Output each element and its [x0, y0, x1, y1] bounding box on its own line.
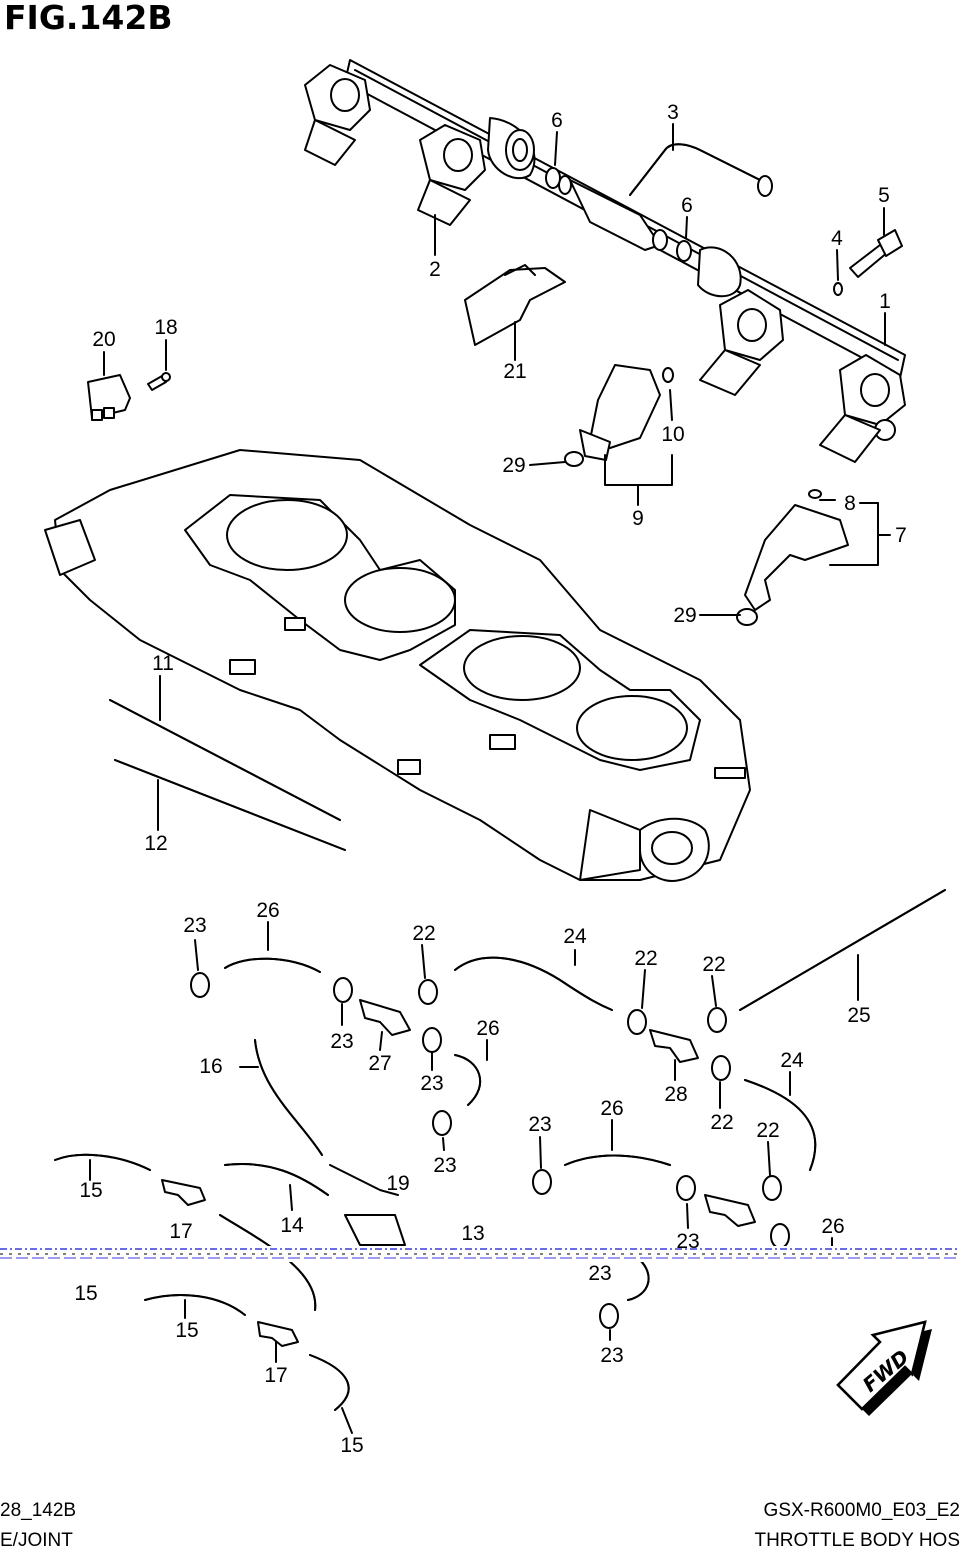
callout-26: 26	[600, 1097, 623, 1120]
hose-straight	[739, 889, 946, 1011]
callout-2: 2	[429, 258, 441, 281]
callout-14: 14	[280, 1214, 304, 1237]
callout-23: 23	[420, 1072, 443, 1095]
callout-29: 29	[502, 454, 525, 477]
fwd-arrow: FWD	[836, 1320, 932, 1416]
callout-22: 22	[710, 1111, 733, 1134]
hose-long	[109, 699, 341, 821]
footer-right-code: GSX-R600M0_E03_E2	[763, 1500, 960, 1521]
callout-3: 3	[667, 101, 679, 124]
callout-5: 5	[878, 184, 890, 207]
callout-23: 23	[588, 1262, 611, 1285]
bolt	[849, 229, 903, 278]
clamp	[464, 264, 566, 346]
leader-lines	[89, 123, 891, 1434]
sensor	[87, 374, 131, 421]
fuel-injector-secondary	[564, 364, 661, 467]
callout-12: 12	[144, 832, 167, 855]
callout-17: 17	[264, 1364, 287, 1387]
callout-28: 28	[664, 1083, 687, 1106]
callout-13: 13	[461, 1222, 484, 1245]
callout-23: 23	[183, 914, 206, 937]
callout-26: 26	[256, 899, 279, 922]
callout-24: 24	[563, 925, 587, 948]
callout-10: 10	[661, 423, 684, 446]
hose-curved	[54, 956, 817, 1411]
callout-25: 25	[847, 1004, 870, 1027]
footer-right-caption: THROTTLE BODY HOS	[754, 1530, 960, 1551]
fuel-injector-primary	[736, 504, 849, 626]
callout-9: 9	[632, 507, 644, 530]
three-way-joint	[161, 999, 756, 1347]
callout-11: 11	[152, 652, 174, 675]
callout-21: 21	[503, 360, 526, 383]
callout-7: 7	[895, 524, 907, 547]
callout-26: 26	[821, 1215, 844, 1238]
callout-23: 23	[600, 1344, 623, 1367]
callout-15: 15	[340, 1434, 363, 1457]
callout-17: 17	[169, 1220, 192, 1243]
callout-15: 15	[74, 1282, 97, 1305]
footer-left-code: 28_142B	[0, 1500, 77, 1521]
footer-left-caption: E/JOINT	[0, 1530, 73, 1551]
callout-26: 26	[476, 1017, 499, 1040]
callout-23: 23	[433, 1154, 456, 1177]
callout-22: 22	[702, 953, 725, 976]
callout-15: 15	[175, 1319, 198, 1342]
fuel-feed-pipe	[558, 143, 773, 251]
callout-22: 22	[412, 922, 435, 945]
callout-24: 24	[780, 1049, 804, 1072]
figure-title: FIG.142B	[4, 0, 173, 37]
callout-8: 8	[844, 492, 856, 515]
callout-29: 29	[673, 604, 696, 627]
callout-23: 23	[330, 1030, 353, 1053]
callout-22: 22	[756, 1119, 779, 1142]
throttle-body	[44, 449, 751, 882]
callout-22: 22	[634, 947, 657, 970]
callout-1: 1	[879, 290, 891, 313]
callout-6: 6	[681, 194, 693, 217]
callout-23: 23	[676, 1230, 699, 1253]
callout-27: 27	[368, 1052, 391, 1075]
callout-labels: 1 2 3 4 5 6 6 7 8 9 10 11 12 13 14 15 15…	[74, 101, 907, 1457]
callout-20: 20	[92, 328, 115, 351]
scan-artifact-band	[0, 1246, 960, 1262]
callout-4: 4	[831, 227, 843, 250]
o-ring	[545, 167, 843, 499]
callout-19: 19	[386, 1172, 409, 1195]
screw	[147, 372, 171, 391]
hose-long	[114, 759, 346, 851]
callout-6: 6	[551, 109, 563, 132]
callout-15: 15	[79, 1179, 102, 1202]
callout-16: 16	[199, 1055, 222, 1078]
callout-18: 18	[154, 316, 177, 339]
callout-23: 23	[528, 1113, 551, 1136]
